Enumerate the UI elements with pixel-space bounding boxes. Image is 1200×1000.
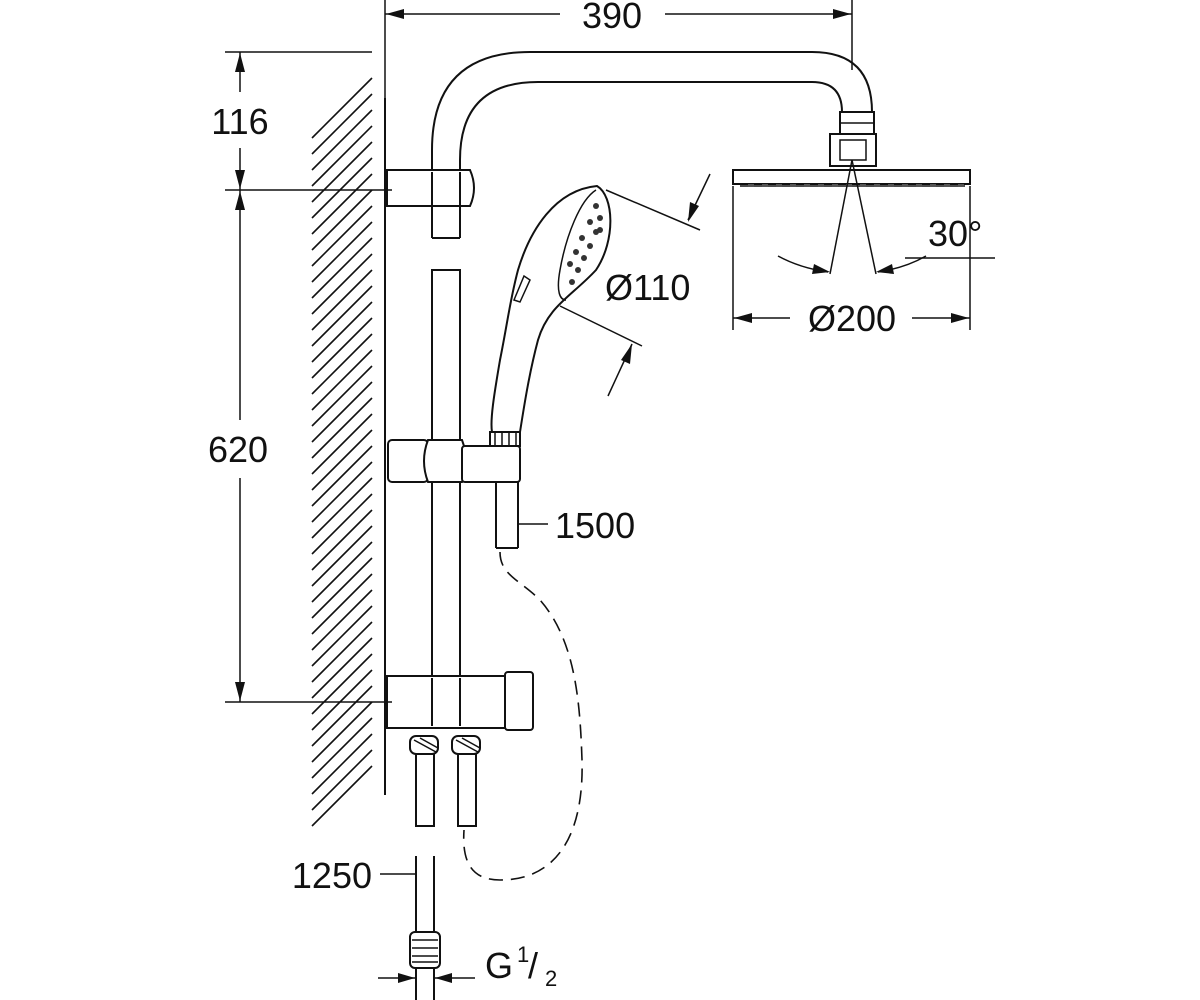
wall [311, 77, 386, 827]
arm-length-label: 390 [582, 0, 642, 36]
head-shower [732, 111, 995, 275]
thread-numerator: 1 [517, 942, 529, 967]
dimension-heights: 116 620 [208, 51, 392, 703]
spray-angle-label: 30° [928, 213, 982, 254]
hand-shower [489, 184, 612, 447]
dimension-arm-length: 390 [384, 0, 853, 98]
shower-hose [462, 551, 583, 881]
slider-holder [387, 439, 521, 549]
bottom-bracket [386, 671, 534, 932]
inlet-hose-length-label: 1250 [292, 855, 372, 896]
thread-denominator: 2 [545, 966, 557, 991]
dimension-thread: G 1 / 2 [378, 942, 557, 991]
dimension-shower-hose: 1500 [518, 505, 635, 546]
top-height-label: 116 [211, 101, 268, 142]
thread-letter: G [485, 945, 513, 986]
shower-hose-length-label: 1500 [555, 505, 635, 546]
dimension-inlet-hose: 1250 [292, 855, 416, 896]
head-shower-nozzles [748, 184, 964, 187]
head-shower-diameter-label: Ø200 [808, 298, 896, 339]
dimension-head-shower: Ø200 30° [732, 186, 982, 339]
inlet-thread-fitting [409, 931, 441, 1000]
rail-length-label: 620 [208, 429, 268, 470]
top-wall-bracket [386, 169, 475, 207]
dimension-hand-shower: Ø110 [559, 173, 711, 397]
wall-hatching [311, 77, 373, 827]
hand-shower-diameter-label: Ø110 [605, 267, 690, 308]
thread-separator: / [528, 945, 538, 986]
hand-shower-nozzles [567, 203, 603, 285]
